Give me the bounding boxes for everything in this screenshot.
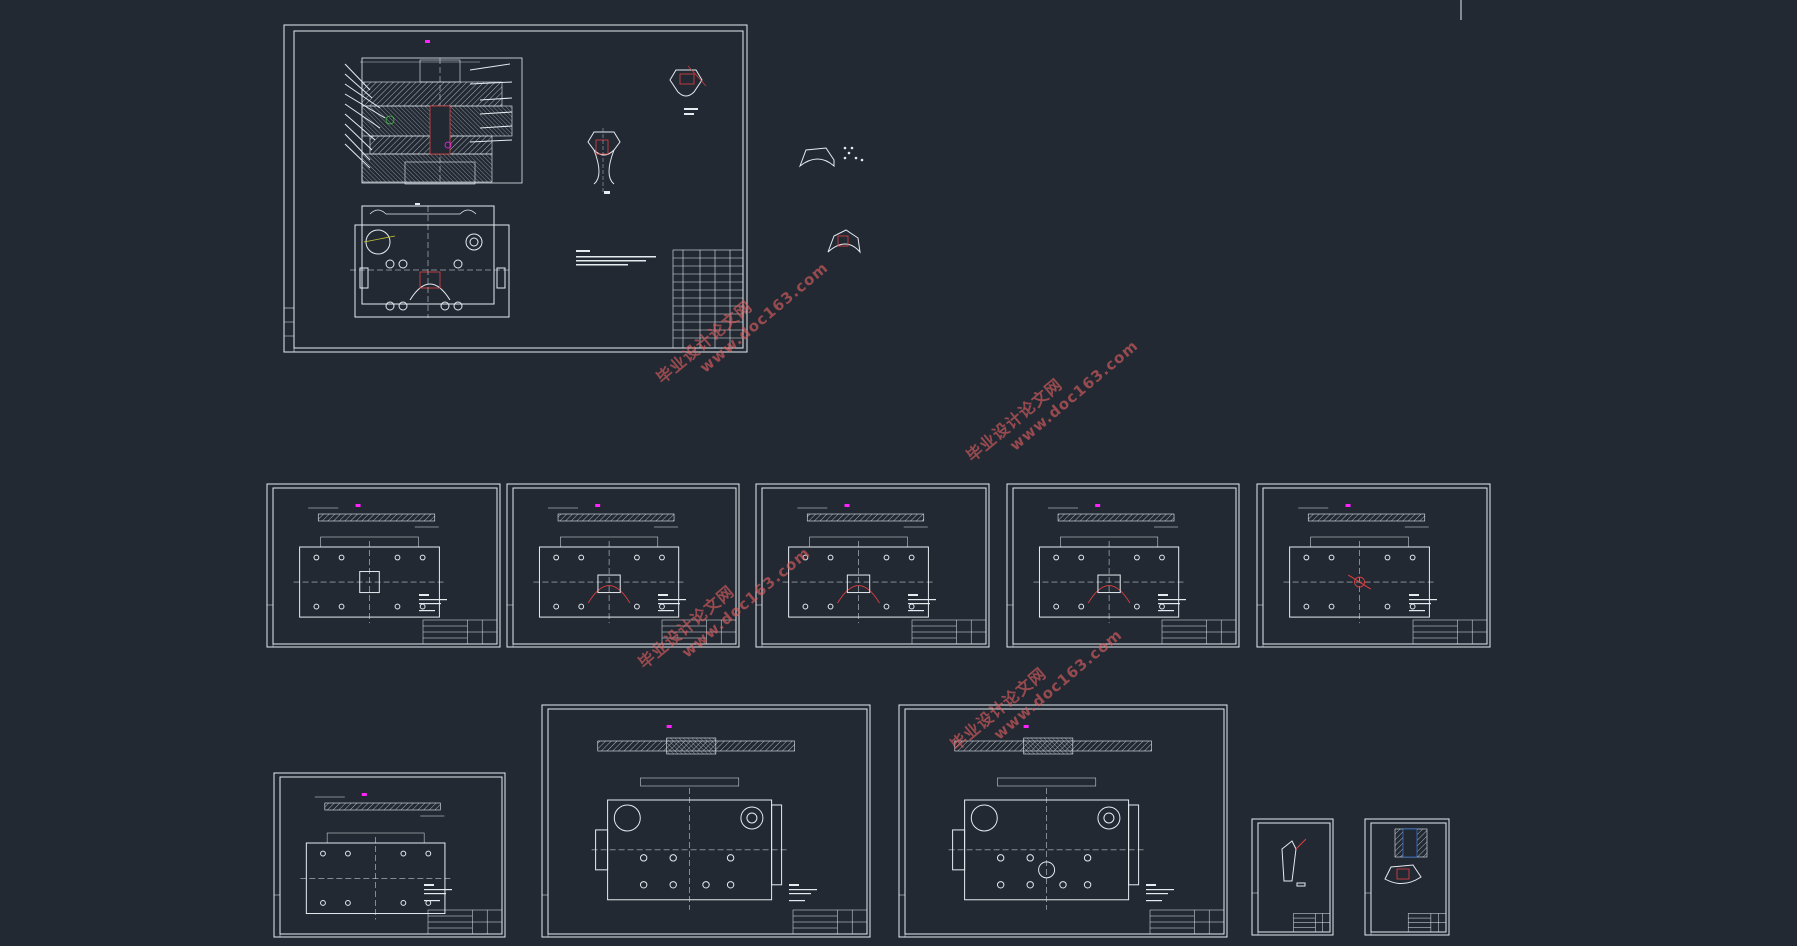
title-block [792,909,868,935]
part-drawing-sheets[interactable] [266,483,1491,938]
part-views [591,737,795,910]
title-block [427,909,503,935]
part-drawing-sheet[interactable] [1006,483,1240,648]
part-views [293,507,446,624]
title-block [661,619,737,645]
part-drawing-sheet[interactable] [266,483,501,648]
title-block [1407,913,1447,933]
part-views [948,737,1152,910]
part-views [1033,507,1185,624]
title-block [1293,913,1331,933]
part-views [1384,828,1428,884]
part-drawing-sheet[interactable] [898,704,1228,938]
title-block [1161,619,1237,645]
part-views [1283,507,1436,624]
part-drawing-sheet[interactable] [273,772,506,938]
assembly-drawing-sheet[interactable] [283,24,748,353]
title-block [911,619,987,645]
part-views [782,507,935,624]
loose-part-sketches [798,146,864,254]
assembly-section-view [344,57,523,185]
part-views [300,796,451,920]
title-block [1149,909,1225,935]
assembly-title-block [672,249,744,349]
part-views [533,507,685,624]
part-drawing-sheet[interactable] [1256,483,1491,648]
part-drawing-sheet[interactable] [1364,818,1450,936]
part-drawing-sheet[interactable] [541,704,871,938]
part-drawing-sheet[interactable] [506,483,740,648]
title-block [422,619,498,645]
title-block [1412,619,1488,645]
assembly-plan-view [350,203,510,318]
assembly-detail-views [576,65,707,266]
part-views [1281,838,1307,887]
part-drawing-sheet[interactable] [1251,818,1334,936]
part-drawing-sheet[interactable] [755,483,990,648]
